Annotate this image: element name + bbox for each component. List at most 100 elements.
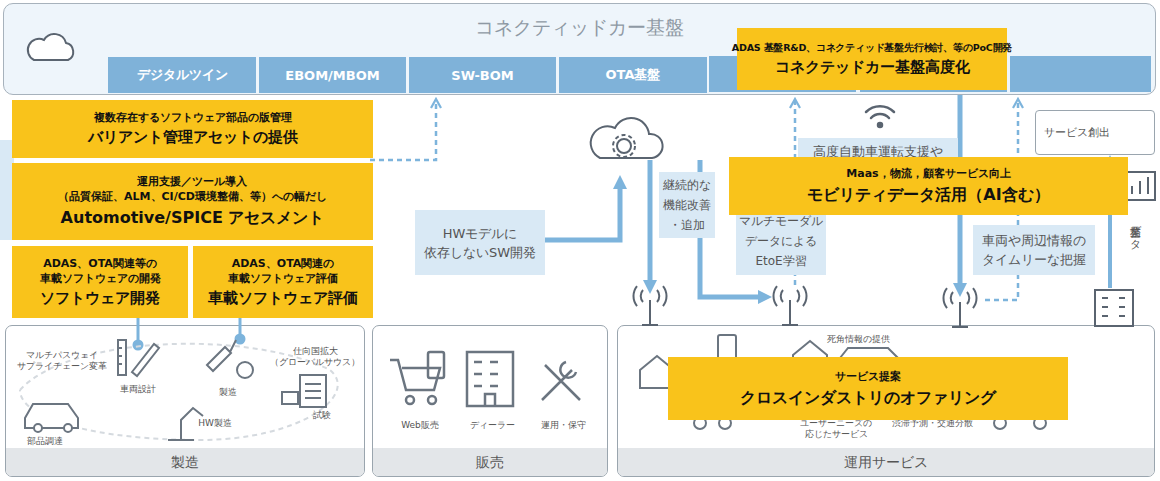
icon-label: ユーザーニーズの 応じたサービス — [800, 418, 872, 440]
icon-label: マルチパスウェイ サプライチェーン変革 — [17, 350, 107, 372]
node-text: ADAS 基盤R&D、コネクティッド基盤先行検討、等のPoC開発 — [732, 41, 1012, 55]
gear-icon — [237, 362, 253, 378]
text-line: タイムリーな把握 — [982, 250, 1086, 269]
antenna-icon — [633, 286, 666, 325]
platform-tab: デジタルツイン — [108, 57, 256, 93]
text-line: 継続的な — [663, 175, 711, 195]
checklist-icon — [300, 375, 326, 407]
text-line: （グローバルサウス） — [270, 357, 360, 368]
platform-tab: OTA基盤 — [559, 57, 707, 93]
node-text: クロスインダストリのオファリング — [740, 387, 996, 409]
text-line: 応じたサービス — [800, 429, 872, 440]
node-text: 複数存在するソフトウェア部品の版管理 — [94, 110, 292, 125]
icon-label: HW製造 — [198, 418, 232, 429]
wifi-dot — [878, 123, 882, 127]
truck-icon — [282, 392, 298, 404]
node-text: 継続的な 機能改善 ・追加 — [663, 175, 711, 235]
text-line: 車載ソフトウェア評価 — [228, 271, 338, 286]
text-line: HWモデルに — [424, 224, 536, 243]
node-text: 販売 — [373, 448, 607, 476]
antenna-icon — [773, 286, 806, 325]
offering-box: Maas，物流，顧客サービス向上モビリティデータ活用（AI含む） — [729, 157, 1128, 215]
node-text: Automotive/SPICE アセスメント — [61, 207, 325, 229]
text-line: 車載ソフトウェアの開発 — [40, 271, 161, 286]
wheel — [64, 424, 72, 432]
gear-icon — [617, 139, 631, 153]
icon-label: 死角情報の提供 — [827, 334, 890, 345]
icon-label: 部品調達 — [27, 436, 63, 447]
service-box: サービス創出 — [1035, 110, 1155, 155]
antenna-icon — [943, 288, 976, 327]
icon-label: 運用・保守 — [541, 420, 586, 431]
icon-label: ディーラー — [470, 420, 515, 431]
node-text: ADAS、OTA関連等の 車載ソフトウェアの開発 — [40, 256, 161, 286]
process-box: HWモデルに 依存しないSW開発 — [415, 210, 545, 275]
node-text: ソフトウェア開発 — [40, 288, 160, 309]
offering-box: 運用支援／ツール導入 （品質保証、ALM、CI/CD環境整備、等）への幅だし Au… — [12, 163, 373, 240]
node-text: 運用サービス — [618, 448, 1154, 476]
offering-box: サービス提案クロスインダストリのオファリング — [668, 357, 1068, 420]
leader-dot — [236, 335, 244, 343]
cloud-icon — [591, 118, 663, 158]
antenna-icons — [633, 286, 976, 327]
node-text: 車載ソフトウェア評価 — [208, 288, 358, 309]
offering-box: ADAS 基盤R&D、コネクティッド基盤先行検討、等のPoC開発コネクテッドカー… — [737, 28, 1007, 90]
node-text: コネクテッドカー基盤高度化 — [775, 57, 970, 78]
text-line: 車両や周辺情報の — [982, 231, 1086, 250]
node-text: 運用支援／ツール導入 （品質保証、ALM、CI/CD環境整備、等）への幅だし — [58, 174, 327, 204]
solid-arrow — [648, 160, 653, 287]
node-text: Maas，物流，顧客サービス向上 — [846, 166, 1010, 181]
platform-tab: SW-BOM — [409, 57, 556, 93]
building-icon — [1095, 290, 1133, 326]
text-line: 運用支援／ツール導入 — [58, 174, 327, 189]
leader-line — [137, 318, 140, 342]
node-text: OTA基盤 — [606, 66, 661, 84]
offering-box: ADAS、OTA関連等の 車載ソフトウェアの開発ソフトウェア開発 — [12, 246, 188, 318]
text-line: ADAS、OTA関連等の — [40, 256, 161, 271]
text-line: データによる — [739, 231, 823, 251]
leader-line — [239, 318, 242, 336]
offering-box: ADAS、OTA関連の 車載ソフトウェア評価車載ソフトウェア評価 — [193, 246, 373, 318]
text-line: ・追加 — [663, 215, 711, 235]
icon-label: 試験 — [313, 410, 331, 421]
gear-icon — [613, 135, 635, 157]
blank-tab — [1010, 56, 1151, 92]
node-text: 車両や周辺情報の タイムリーな把握 — [982, 231, 1086, 269]
wifi-arc — [871, 114, 889, 118]
node-text: HWモデルに 依存しないSW開発 — [424, 224, 536, 262]
node-text: EBOM/MBOM — [285, 68, 379, 83]
checklist-lines — [305, 384, 321, 398]
platform-tab: EBOM/MBOM — [259, 57, 406, 93]
icon-label: 業務データ — [1129, 218, 1142, 244]
node-text: SW-BOM — [451, 68, 513, 83]
icon-label: Web販売 — [401, 420, 439, 431]
node-text: モビリティデータ活用（AI含む） — [807, 184, 1049, 206]
node-text: 製造 — [6, 448, 364, 476]
node-text: バリアント管理アセットの提供 — [88, 127, 298, 148]
text-line: ADAS、OTA関連の — [228, 256, 338, 271]
icon-label: 車両設計 — [120, 384, 156, 395]
node-text: ADAS、OTA関連の 車載ソフトウェア評価 — [228, 256, 338, 286]
icon-label: 製造 — [219, 387, 237, 398]
node-text: サービス創出 — [1044, 125, 1110, 140]
cloud-gear-icon — [591, 118, 663, 158]
process-box: マルチモーダル データによる EtoE学習 — [736, 207, 826, 275]
icon-label: 仕向国拡大 （グローバルサウス） — [270, 346, 360, 368]
text-line: （品質保証、ALM、CI/CD環境整備、等）への幅だし — [58, 189, 327, 204]
solid-arrow — [545, 182, 620, 240]
wheel — [34, 424, 42, 432]
node-text: サービス提案 — [835, 369, 901, 384]
leader-dot — [134, 341, 142, 349]
text-line: サプライチェーン変革 — [17, 361, 107, 372]
text-line: EtoE学習 — [739, 251, 823, 271]
windows — [1102, 298, 1125, 316]
wifi-arc — [866, 106, 894, 112]
chart-icon — [1125, 172, 1155, 200]
node-text: デジタルツイン — [137, 66, 228, 84]
node-text: マルチモーダル データによる EtoE学習 — [739, 211, 823, 271]
dashed-arrow — [370, 100, 436, 160]
text-line: 機能改善 — [663, 195, 711, 215]
offering-box: 複数存在するソフトウェア部品の版管理バリアント管理アセットの提供 — [12, 100, 373, 158]
text-line: 仕向国拡大 — [270, 346, 360, 357]
